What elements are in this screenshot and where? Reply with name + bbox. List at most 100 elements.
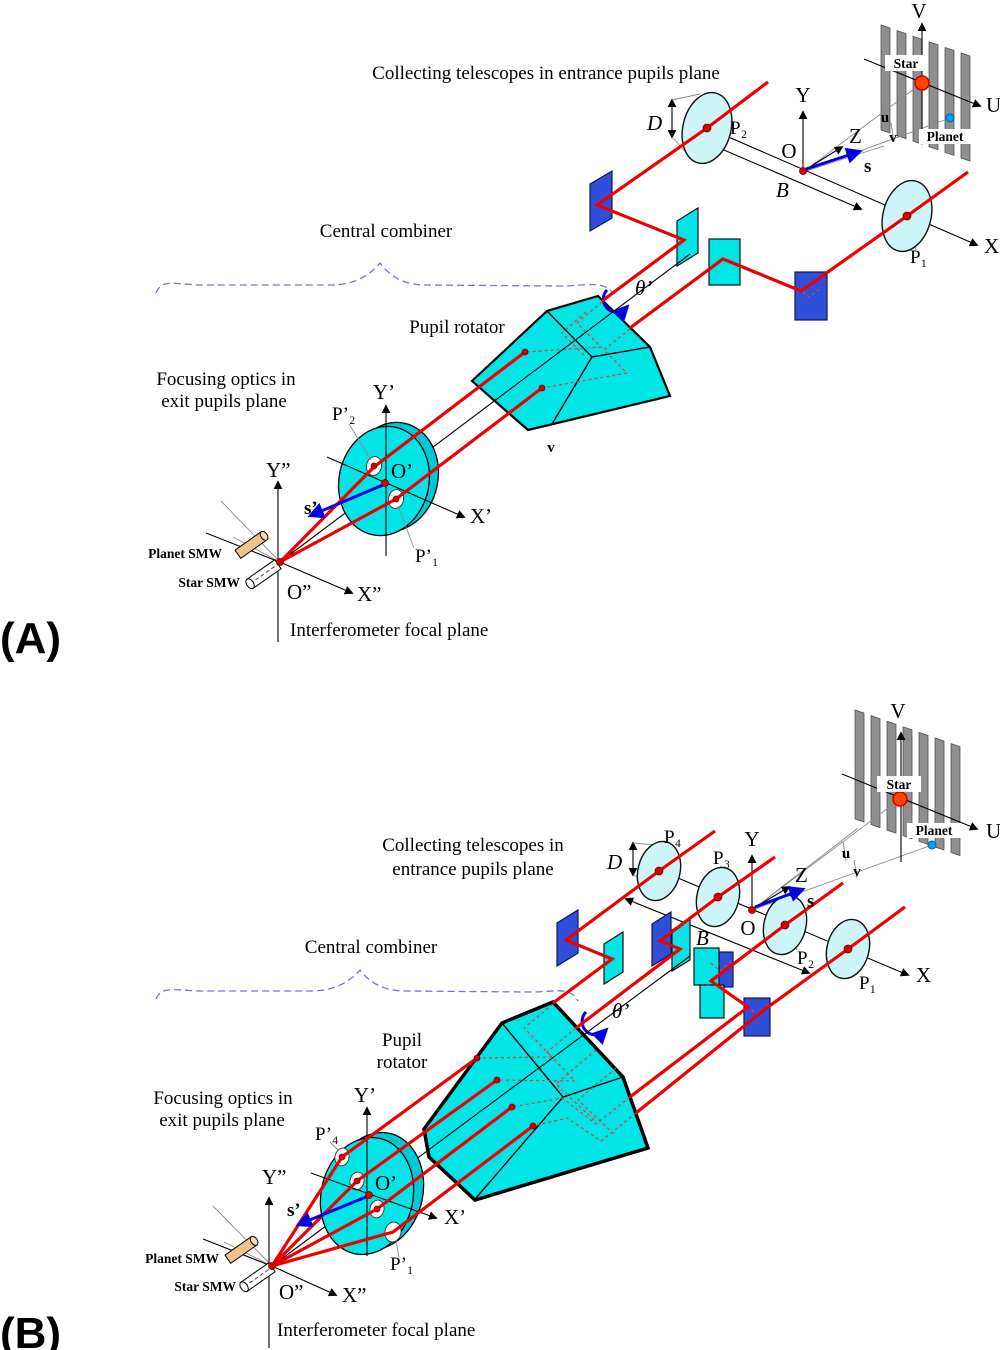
u-axis-label-b: U	[986, 819, 1000, 843]
panel-label-a: (A)	[0, 614, 61, 663]
reference-dots-b	[268, 791, 937, 1270]
p1-prime-label-a: P’₁	[415, 546, 439, 567]
planet-smw-label-b: Planet SMW	[145, 1251, 219, 1266]
baseline-b-arrow-b	[624, 897, 811, 975]
fringe-bar	[944, 46, 955, 156]
reference-dots-a	[276, 75, 955, 566]
b-label-a: B	[776, 178, 789, 202]
pupil-rotator-prism-a	[470, 294, 672, 432]
o-label-b: O	[740, 916, 755, 940]
star-label-a: Star	[894, 56, 919, 71]
central-combiner-label-a: Central combiner	[320, 221, 453, 242]
blue-combiner-block	[743, 997, 771, 1037]
z-label-b: Z	[795, 863, 808, 887]
cyan-combiner-block	[708, 238, 741, 286]
collecting-title-1-b: Collecting telescopes in	[382, 835, 564, 856]
focal-plane-title-a: Interferometer focal plane	[290, 620, 488, 641]
theta-label-a: θ’	[635, 276, 652, 300]
s-prime-vector-b	[295, 1195, 367, 1228]
panel-a: Collecting telescopes in entrance pupils…	[0, 0, 1000, 663]
y-dblprime-label-b: Y”	[262, 1165, 287, 1189]
x-prime-axis-a	[326, 456, 466, 519]
p4-prime-label-b: P’₄	[315, 1124, 339, 1145]
fold-mirrors-a	[589, 169, 828, 321]
focusing-label-2-b: exit pupils plane	[159, 1110, 285, 1131]
pupil-rotator-prism-b	[422, 999, 651, 1202]
labels-a: Collecting telescopes in entrance pupils…	[0, 0, 1000, 663]
v-axis-label-b: V	[890, 699, 905, 723]
fringe-bar	[950, 743, 961, 857]
panel-b: Collecting telescopes in entrance pupils…	[0, 699, 1000, 1350]
fringe-bar	[960, 52, 971, 162]
cyan-combiner-block	[699, 984, 725, 1019]
o-dblprime-label-b: O”	[279, 1280, 304, 1304]
s-label-a: s	[864, 156, 871, 177]
panel-label-b: (B)	[0, 1309, 61, 1350]
rotation-arrow-a	[601, 288, 630, 323]
b-label-b: B	[696, 926, 709, 950]
planet-label-a: Planet	[927, 129, 964, 144]
o-dblprime-label-a: O”	[287, 580, 312, 604]
v-small-label-a: v	[889, 130, 897, 146]
baseline-b-arrow-a	[701, 139, 863, 211]
p1-label-a: P₁	[910, 247, 927, 268]
focusing-label-2-a: exit pupils plane	[161, 391, 287, 412]
x-dblprime-label-b: X”	[342, 1283, 367, 1307]
p1-label-b: P₁	[859, 973, 876, 994]
rotation-arrow-b	[580, 1010, 609, 1045]
z-label-a: Z	[849, 124, 862, 148]
central-combiner-brace-a	[155, 261, 613, 294]
y-label-b: Y	[744, 827, 759, 851]
collecting-title-a: Collecting telescopes in entrance pupils…	[372, 63, 720, 84]
focusing-label-1-a: Focusing optics in	[156, 369, 296, 390]
planet-smw-cylinder-a	[234, 530, 269, 559]
x-label-a: X	[984, 234, 999, 258]
p2-label-a: P₂	[730, 118, 747, 139]
planet-dot-b	[927, 840, 937, 850]
s-vector-b	[754, 886, 806, 909]
labels-b: Collecting telescopes in entrance pupils…	[0, 699, 1000, 1350]
fringe-bar	[870, 715, 881, 829]
fringe-bar	[854, 709, 865, 823]
rotator-v-label-a: v	[547, 440, 555, 456]
x-prime-label-a: X’	[470, 504, 492, 528]
pupil-rotator-label-a: Pupil rotator	[409, 317, 505, 338]
s-label-b: s	[807, 891, 814, 912]
s-prime-label-b: s’	[287, 1200, 301, 1221]
central-combiner-brace-b	[155, 968, 579, 1002]
p2-prime-label-a: P’₂	[332, 404, 356, 425]
x-dblprime-label-a: X”	[357, 582, 382, 606]
focal-plane-b	[202, 1196, 338, 1348]
focusing-label-1-b: Focusing optics in	[153, 1088, 293, 1109]
x-dblprime-axis-b	[273, 1266, 338, 1297]
central-combiner-label-b: Central combiner	[305, 937, 438, 958]
x-dblprime-axis-a	[281, 562, 354, 595]
d-label-a: D	[646, 111, 662, 135]
exit-pupil-disk-a	[337, 421, 440, 549]
light-beams-b	[270, 829, 906, 1268]
focal-plane-title-b: Interferometer focal plane	[277, 1320, 475, 1341]
planet-smw-cylinder-b	[224, 1235, 259, 1264]
exit-axes-b	[310, 1106, 438, 1256]
x-prime-label-b: X’	[444, 1205, 466, 1229]
planet-label-b: Planet	[916, 823, 953, 838]
y-prime-label-a: Y’	[373, 380, 395, 404]
pupil-rotator-label-2-b: rotator	[377, 1052, 428, 1073]
planet-smw-label-a: Planet SMW	[148, 546, 222, 561]
o-prime-label-b: O’	[375, 1171, 397, 1195]
star-smw-cylinder-a	[245, 559, 282, 590]
y-label-a: Y	[795, 83, 810, 107]
sight-lines-a	[802, 82, 951, 173]
s-vector-a	[805, 147, 863, 171]
s-prime-vector-a	[307, 483, 384, 519]
theta-label-b: θ’	[612, 999, 629, 1023]
u-axis-b	[841, 773, 979, 831]
s-prime-label-a: s’	[304, 498, 318, 519]
y-dblprime-label-a: Y”	[266, 458, 291, 482]
collecting-title-2-b: entrance pupils plane	[392, 859, 553, 880]
fringe-bar	[934, 737, 945, 851]
y-prime-label-b: Y’	[354, 1083, 376, 1107]
cyan-mirror	[676, 206, 699, 268]
pupil-rotator-label-1-b: Pupil	[382, 1030, 422, 1051]
